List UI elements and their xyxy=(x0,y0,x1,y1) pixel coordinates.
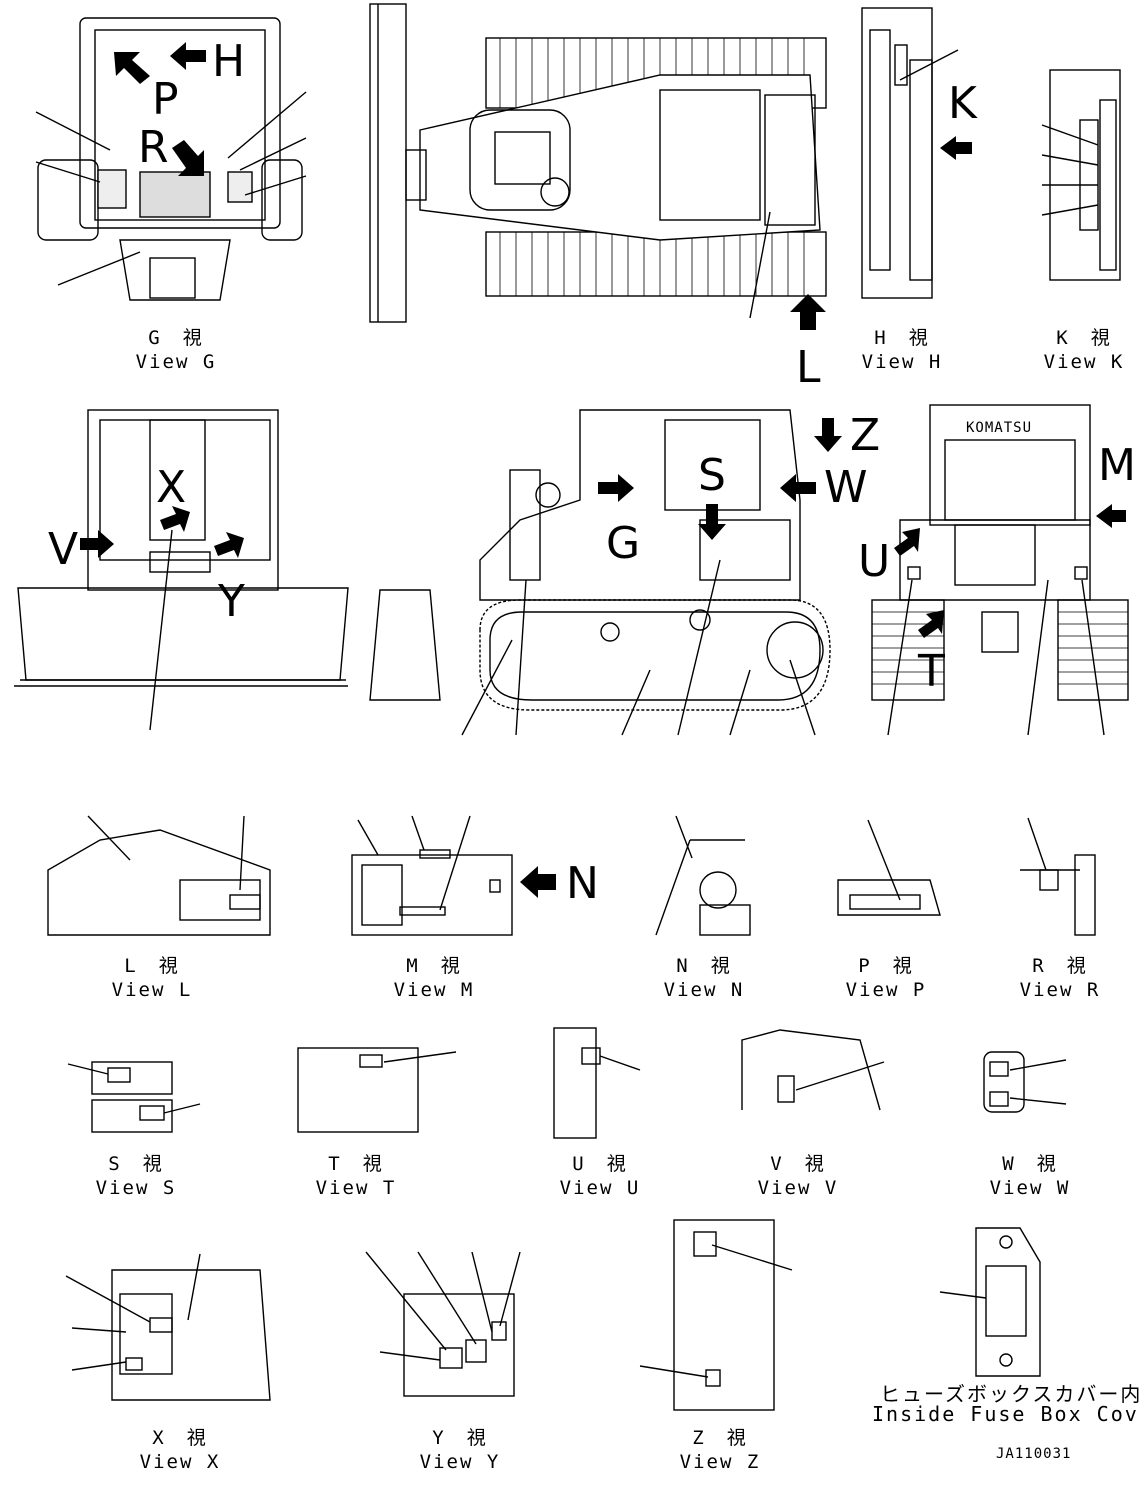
letter-h: H xyxy=(212,36,246,87)
view-z-drawing xyxy=(639,1219,793,1411)
letter-r: R xyxy=(138,122,169,173)
drawing-code: JA110031 xyxy=(996,1446,1072,1462)
view-r-drawing xyxy=(1020,817,1096,936)
letter-z: Z xyxy=(850,410,881,461)
letter-n: N xyxy=(566,858,599,909)
letter-w: W xyxy=(824,462,868,513)
letter-s: S xyxy=(698,450,726,501)
arrow-g-icon xyxy=(598,474,634,502)
view-h-drawing xyxy=(861,7,959,299)
view-t-drawing xyxy=(297,1047,457,1133)
letter-u: U xyxy=(858,536,891,587)
view-y-drawing xyxy=(365,1251,521,1397)
arrow-s-icon xyxy=(698,504,726,540)
view-u-drawing xyxy=(553,1027,641,1139)
arrow-l-icon xyxy=(790,294,826,330)
view-p-drawing xyxy=(837,819,941,916)
letter-x: X xyxy=(156,462,187,513)
arrow-w-icon xyxy=(780,474,816,502)
arrow-p-icon xyxy=(114,52,150,84)
view-s-drawing xyxy=(67,1061,201,1133)
letter-v: V xyxy=(48,524,79,575)
view-n-drawing xyxy=(655,815,751,936)
arrow-k-icon xyxy=(940,136,972,160)
fuse-box-caption-jp: ヒューズボックスカバー内側 xyxy=(880,1382,1139,1406)
view-g-drawing xyxy=(35,17,307,301)
arrow-u-icon xyxy=(894,528,920,556)
arrow-n-icon xyxy=(520,866,556,898)
view-m-drawing xyxy=(351,815,513,936)
view-k-drawing xyxy=(1041,69,1121,281)
front-view-drawing xyxy=(14,409,349,731)
view-v-drawing xyxy=(741,1029,885,1111)
arrow-m-icon xyxy=(1096,504,1126,528)
side-view-drawing xyxy=(369,409,831,736)
rear-view-drawing xyxy=(871,404,1129,736)
arrow-y-icon xyxy=(214,532,244,558)
letter-g: G xyxy=(606,518,641,569)
fuse-box-caption-en: Inside Fuse Box Cover xyxy=(872,1402,1139,1426)
letter-p: P xyxy=(152,74,179,125)
arrow-v-icon xyxy=(80,530,114,558)
view-w-drawing xyxy=(983,1051,1067,1113)
arrow-x-icon xyxy=(160,506,190,532)
arrow-r-icon xyxy=(172,140,204,176)
arrow-t-icon xyxy=(918,610,944,638)
letter-t: T xyxy=(918,646,945,697)
letter-l: L xyxy=(796,342,821,393)
letter-y: Y xyxy=(218,576,245,627)
arrow-z-icon xyxy=(814,418,842,452)
top-view-drawing xyxy=(369,3,827,323)
letter-k: K xyxy=(948,78,977,129)
arrow-h-icon xyxy=(170,42,206,70)
view-x-drawing xyxy=(65,1253,271,1401)
letter-m: M xyxy=(1098,440,1136,491)
brand-label: KOMATSU xyxy=(966,420,1033,436)
fuse-box-cover-drawing xyxy=(939,1227,1041,1377)
view-l-drawing xyxy=(47,815,271,936)
